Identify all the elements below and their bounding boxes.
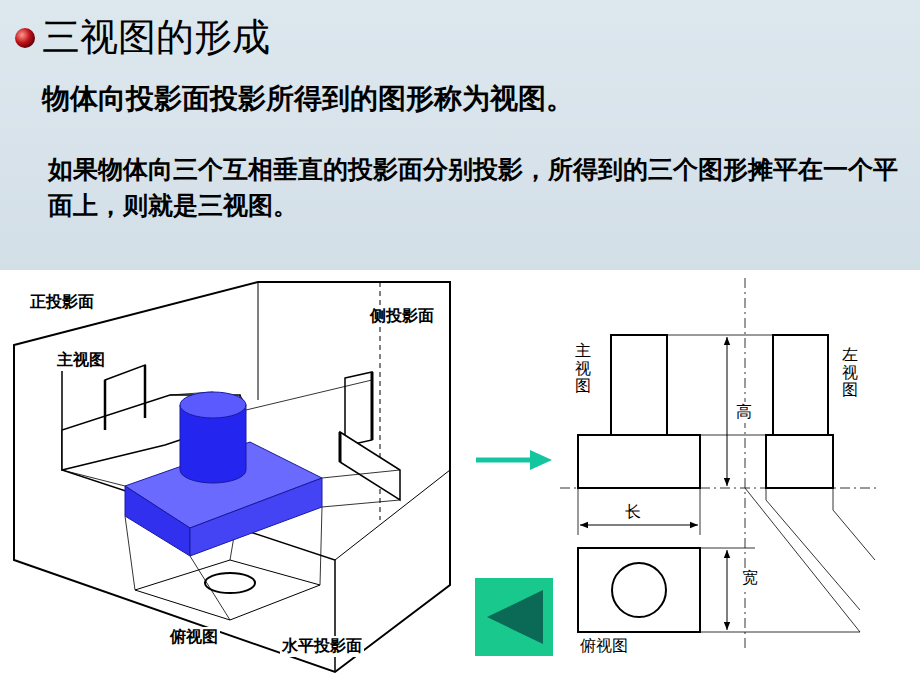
- back-button-icon: [487, 590, 543, 644]
- dimension-label: 高: [734, 402, 754, 423]
- view-label: 左视图: [842, 346, 858, 399]
- solid-object: [125, 392, 322, 556]
- dimension-label: 长: [623, 502, 643, 523]
- definition-text: 物体向投影面投影所得到的图形称为视图。: [42, 80, 574, 118]
- view-label: 俯视图: [168, 627, 220, 648]
- view-label: 主视图: [55, 350, 107, 371]
- plane-label: 正投影面: [30, 292, 94, 313]
- orthographic-views: [578, 335, 833, 632]
- explanation-text: 如果物体向三个互相垂直的投影面分别投影，所得到的三个图形摊平在一个平面上，则就是…: [48, 152, 898, 225]
- slide-title: 三视图的形成: [42, 12, 270, 63]
- view-label: 主视图: [575, 342, 591, 395]
- side-view-projection: [340, 372, 400, 500]
- projection-lines: [560, 278, 880, 650]
- top-view-projection: [62, 380, 400, 620]
- projection-box: [14, 282, 450, 672]
- plane-label: 水平投影面: [280, 636, 364, 657]
- back-button: [475, 578, 553, 656]
- bullet-ball: [15, 28, 35, 48]
- plane-label: 侧投影面: [368, 306, 436, 327]
- dimension-label: 宽: [740, 568, 760, 589]
- transform-arrow: [476, 458, 532, 463]
- view-label: 俯视图: [578, 636, 630, 657]
- transform-arrow-head: [530, 450, 552, 470]
